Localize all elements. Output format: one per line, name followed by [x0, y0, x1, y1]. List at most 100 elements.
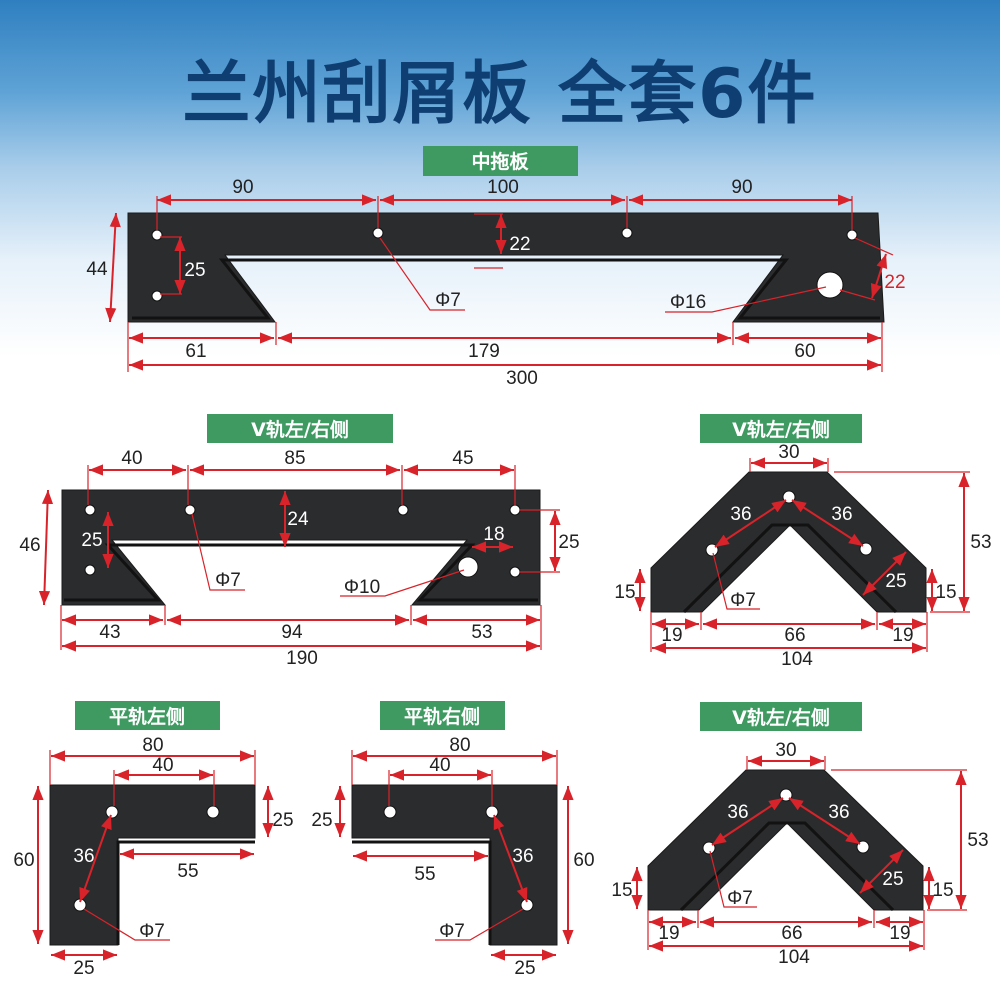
big-hole	[816, 271, 844, 299]
dim-label: 25	[311, 810, 332, 831]
dim-label: 53	[970, 532, 991, 553]
part-label: 平轨左侧	[109, 705, 185, 728]
hole	[509, 504, 521, 516]
part-flat-rail-right: 平轨右侧 80 40 25 60 36 55 Φ7 25	[311, 701, 595, 979]
dim-label: 30	[778, 442, 799, 463]
dim-label: 80	[449, 735, 470, 756]
hole	[151, 290, 163, 302]
plate-shape	[61, 489, 541, 606]
dim-label: 25	[885, 571, 906, 592]
dim-label: 25	[882, 869, 903, 890]
dim-label: 90	[232, 177, 253, 198]
dim-label: Φ16	[670, 292, 706, 313]
dim-label: 19	[892, 625, 913, 646]
part-v-rail-corner: V轨左/右侧 30 53 15 15 36 36 25 Φ7 19 66 19 …	[614, 414, 992, 670]
dim-label: 18	[483, 524, 504, 545]
part-badge	[700, 414, 862, 443]
hole	[206, 805, 220, 819]
dim-label: 25	[514, 958, 535, 979]
dim-label: Φ10	[344, 577, 380, 598]
dim-label: 90	[731, 177, 752, 198]
dim-label: 15	[932, 880, 953, 901]
dim-label: Φ7	[215, 570, 241, 591]
dim-label: 25	[73, 958, 94, 979]
dim-label: 15	[614, 582, 635, 603]
plate-groove	[352, 840, 492, 945]
dim-label: 40	[429, 755, 450, 776]
dim-label: 44	[86, 259, 108, 280]
dim-label: 25	[81, 530, 102, 551]
dim-label: 60	[573, 850, 594, 871]
dim-label: 24	[287, 509, 309, 530]
dim-label: 66	[781, 923, 802, 944]
plate-groove	[679, 821, 895, 912]
hole	[621, 227, 633, 239]
dim-label: 36	[831, 504, 852, 525]
dim-label: 190	[286, 648, 318, 669]
part-v-rail-corner-2: V轨左/右侧 30 53 15 15 36 36 25 Φ7 19 66 19 …	[611, 702, 989, 968]
part-label: V轨左/右侧	[732, 706, 830, 729]
hole	[184, 504, 196, 516]
header-background	[0, 0, 1000, 420]
dim-label: 179	[468, 341, 500, 362]
dim-label: Φ7	[439, 921, 465, 942]
dim-label: 45	[452, 448, 473, 469]
dim-label: 40	[121, 448, 142, 469]
dim-label: 22	[884, 272, 905, 293]
hole	[105, 805, 119, 819]
dim-label: 36	[512, 846, 533, 867]
dim-label: 55	[414, 864, 435, 885]
dim-label: 15	[935, 582, 956, 603]
hole	[372, 227, 384, 239]
part-label: V轨左/右侧	[251, 418, 349, 441]
dim-label: 80	[142, 735, 163, 756]
dim-label: 94	[281, 622, 303, 643]
part-center-drag-plate: 中拖板 90 100 90 44 25 22 Φ7 Φ16 22 61 179 …	[86, 146, 906, 389]
page-title: 兰州刮屑板 全套6件	[182, 55, 818, 134]
dim-label: 15	[611, 880, 632, 901]
dim-label: 60	[794, 341, 815, 362]
dim-label: 19	[889, 923, 910, 944]
plate-shape	[127, 212, 885, 323]
dim-label: 53	[471, 622, 492, 643]
hole	[383, 805, 397, 819]
part-badge	[423, 146, 578, 176]
dim-label: 104	[778, 947, 810, 968]
dim-label: 19	[661, 625, 682, 646]
dim-label: 46	[19, 535, 40, 556]
dim-label: 85	[284, 448, 305, 469]
dim-label: 61	[185, 341, 206, 362]
dim-label: 36	[73, 846, 94, 867]
dim-label: 40	[152, 755, 173, 776]
part-v-rail-long: V轨左/右侧 40 85 45 46 25 24 18 25 Φ7 Φ10 43…	[19, 414, 580, 669]
part-badge	[700, 702, 862, 731]
dim-label: 25	[184, 260, 205, 281]
part-badge	[75, 701, 220, 730]
dim-label: 36	[730, 504, 751, 525]
hole	[485, 805, 499, 819]
hole	[397, 504, 409, 516]
dim-label: 43	[99, 622, 120, 643]
part-flat-rail-left: 平轨左侧 80 40 25 60 36 55 Φ7 25	[13, 701, 294, 979]
dim-label: Φ7	[139, 921, 165, 942]
hole	[84, 564, 96, 576]
dim-label: 22	[509, 234, 530, 255]
part-label: 中拖板	[471, 150, 529, 173]
plate-groove	[682, 523, 898, 614]
part-label: V轨左/右侧	[732, 418, 830, 441]
dim-label: 19	[658, 923, 679, 944]
hole	[509, 566, 521, 578]
dim-label: 36	[727, 802, 748, 823]
dim-label: 36	[828, 802, 849, 823]
plate-groove	[116, 840, 255, 945]
dim-label: 104	[781, 649, 813, 670]
big-hole	[457, 556, 479, 578]
dim-label: 30	[775, 740, 796, 761]
dim-label: 60	[13, 850, 34, 871]
dim-label: Φ7	[730, 590, 756, 611]
part-badge	[207, 414, 393, 443]
dim-label: 66	[784, 625, 805, 646]
dim-label: Φ7	[727, 888, 753, 909]
